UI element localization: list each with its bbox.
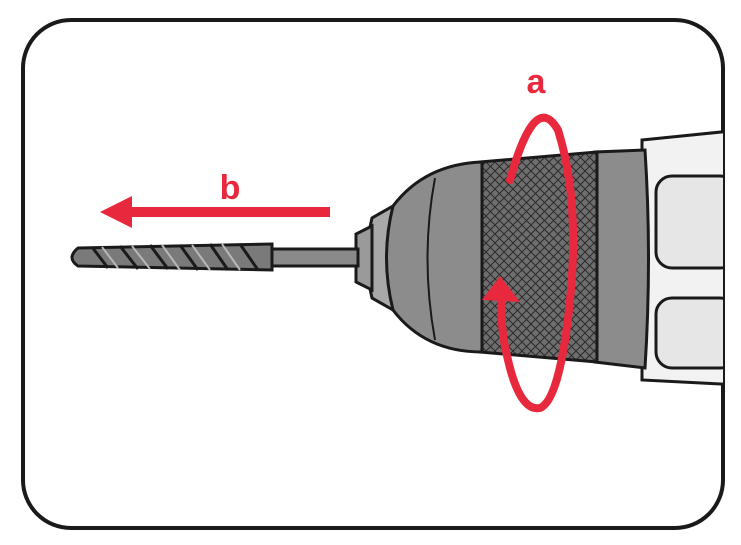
rotation-arrow-head xyxy=(482,276,520,302)
chuck-jaw-tip xyxy=(354,223,374,293)
drill-bit xyxy=(70,242,360,272)
housing-lower-panel xyxy=(654,296,723,370)
rotation-arrow xyxy=(482,113,578,413)
drill-bit-shank xyxy=(268,247,360,268)
drill-housing xyxy=(640,128,723,387)
housing-upper-panel xyxy=(654,174,723,270)
direction-arrow-head xyxy=(100,196,132,228)
direction-arrow xyxy=(100,196,330,228)
chuck-rear-collar xyxy=(593,148,650,370)
label-a: a xyxy=(527,63,547,101)
label-b: b xyxy=(220,169,241,207)
direction-arrow-shaft xyxy=(130,207,330,217)
chuck-knurled-grip xyxy=(478,150,599,364)
rotation-arrow-curve xyxy=(497,113,578,413)
